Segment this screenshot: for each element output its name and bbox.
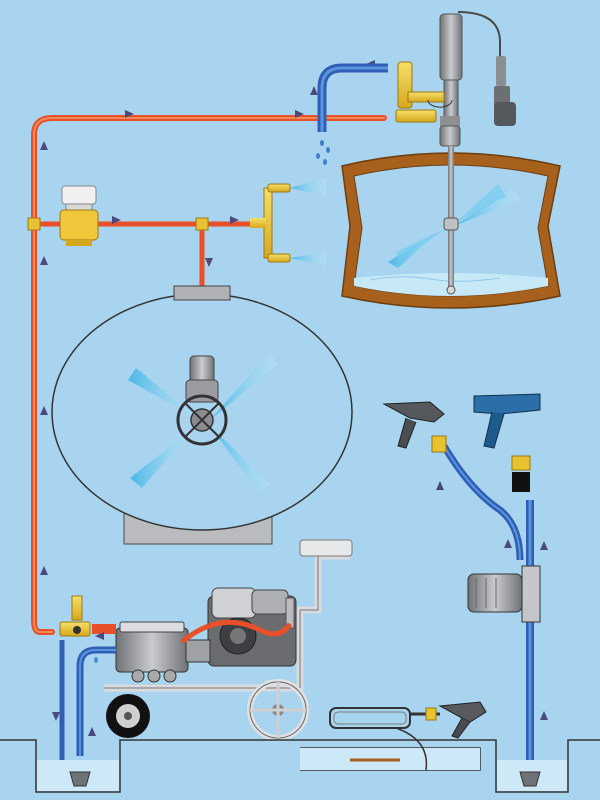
wheeled-trolley-frame xyxy=(104,539,353,741)
water-reservoir-right xyxy=(480,739,600,793)
flow-arrows-hot xyxy=(40,60,375,575)
high-pressure-pump-unit xyxy=(115,619,293,683)
open-top-tank xyxy=(341,146,561,309)
overhead-inlet-pipe xyxy=(316,63,388,165)
electric-motor-pump xyxy=(467,565,541,623)
thermostatic-valve xyxy=(27,185,209,246)
overhead-spray-nozzles xyxy=(250,178,326,266)
low-pressure-rinse-gun xyxy=(473,393,541,492)
suction-hose xyxy=(59,640,116,760)
unloader-valve xyxy=(59,595,116,663)
hose-reel-with-gun xyxy=(329,701,487,771)
cold-water-supply-right xyxy=(440,444,534,768)
large-horizontal-tank xyxy=(51,285,353,545)
high-pressure-trigger-gun xyxy=(382,401,447,453)
tank-spray-jets xyxy=(388,184,520,268)
water-reservoir-left xyxy=(0,739,160,793)
trolley-wheel-right xyxy=(247,679,309,741)
tank-washing-head xyxy=(128,352,278,492)
rotating-cleaning-head xyxy=(395,11,516,147)
trolley-wheel-left xyxy=(106,694,150,738)
flow-arrows-cold xyxy=(52,481,548,736)
water-drips xyxy=(316,140,330,165)
